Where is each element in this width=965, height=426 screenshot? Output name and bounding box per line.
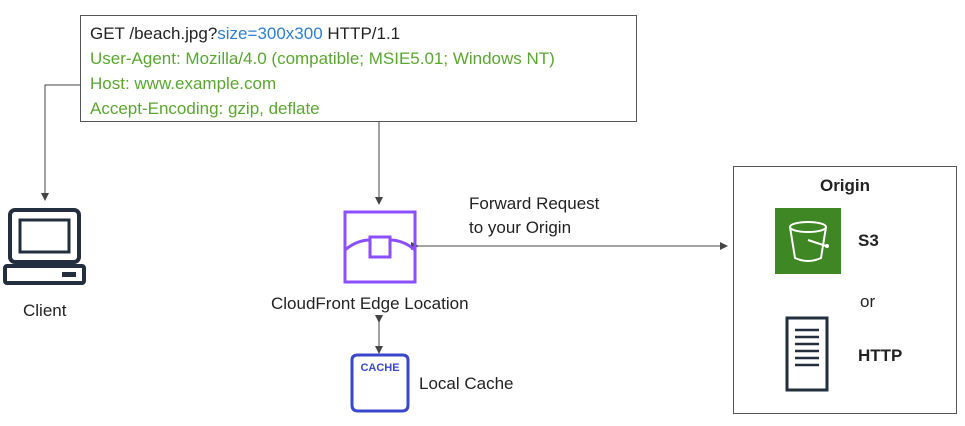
request-protocol: HTTP/1.1 [322,24,401,43]
server-icon [785,316,829,392]
request-method-path: GET /beach.jpg? [90,24,218,43]
or-label: or [860,292,876,311]
forward-request-label: Forward Request to your Origin [469,192,599,240]
s3-label: S3 [858,231,879,250]
cloudfront-icon [343,210,417,284]
request-to-client-arrow [41,84,80,201]
request-query: size=300x300 [217,24,323,43]
request-line: GET /beach.jpg?size=300x300 HTTP/1.1 [90,21,636,46]
header-host: Host: www.example.com [90,74,277,93]
http-request-box: GET /beach.jpg?size=300x300 HTTP/1.1 Use… [80,15,637,122]
s3-bucket-icon [775,208,841,274]
header-accept-encoding: Accept-Encoding: gzip, deflate [90,99,320,118]
edge-location-label: CloudFront Edge Location [271,294,469,313]
cache-icon [350,353,410,413]
forward-request-line1: Forward Request [469,194,600,213]
laptop-icon [3,208,86,285]
header-user-agent: User-Agent: Mozilla/4.0 (compatible; MSI… [90,49,555,68]
forward-request-line2: to your Origin [469,218,572,237]
origin-title: Origin [819,176,871,195]
origin-box [733,166,957,414]
http-label: HTTP [858,346,903,365]
client-label: Client [23,301,67,320]
cache-icon-text: CACHE [360,362,400,374]
local-cache-label: Local Cache [419,374,514,393]
